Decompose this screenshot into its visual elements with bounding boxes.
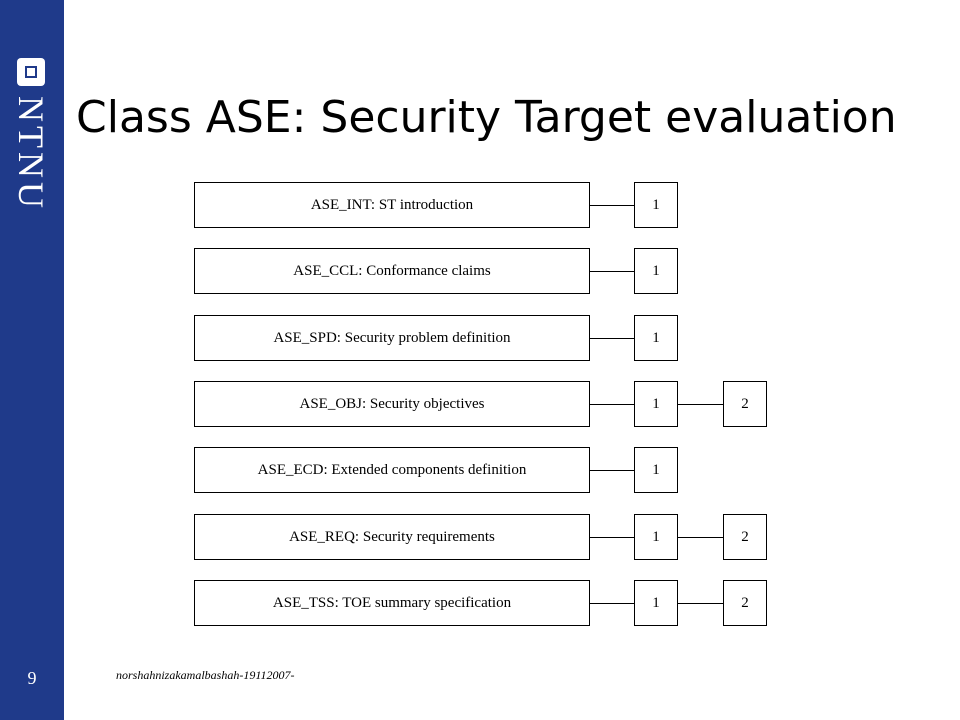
connector-line <box>590 338 634 339</box>
level-box: 1 <box>634 248 678 294</box>
level-box: 1 <box>634 580 678 626</box>
ntnu-logo-icon <box>17 58 45 86</box>
family-box: ASE_TSS: TOE summary specification <box>194 580 590 626</box>
connector-line <box>678 603 723 604</box>
family-box: ASE_CCL: Conformance claims <box>194 248 590 294</box>
connector-line <box>678 537 723 538</box>
connector-line <box>590 271 634 272</box>
level-box: 1 <box>634 315 678 361</box>
connector-line <box>590 470 634 471</box>
family-box: ASE_OBJ: Security objectives <box>194 381 590 427</box>
footer-text: norshahnizakamalbashah-19112007- <box>116 668 295 682</box>
connector-line <box>590 205 634 206</box>
family-box: ASE_REQ: Security requirements <box>194 514 590 560</box>
logo-text: NTNU <box>11 96 51 212</box>
slide-number: 9 <box>27 668 37 688</box>
sidebar: NTNU 9 <box>0 0 64 720</box>
level-box: 2 <box>723 580 767 626</box>
family-box: ASE_INT: ST introduction <box>194 182 590 228</box>
level-box: 1 <box>634 381 678 427</box>
level-box: 1 <box>634 182 678 228</box>
connector-line <box>590 537 634 538</box>
family-box: ASE_ECD: Extended components definition <box>194 447 590 493</box>
page-title: Class ASE: Security Target evaluation <box>76 92 897 143</box>
connector-line <box>590 404 634 405</box>
level-box: 2 <box>723 381 767 427</box>
connector-line <box>590 603 634 604</box>
level-box: 1 <box>634 514 678 560</box>
level-box: 1 <box>634 447 678 493</box>
connector-line <box>678 404 723 405</box>
level-box: 2 <box>723 514 767 560</box>
family-box: ASE_SPD: Security problem definition <box>194 315 590 361</box>
